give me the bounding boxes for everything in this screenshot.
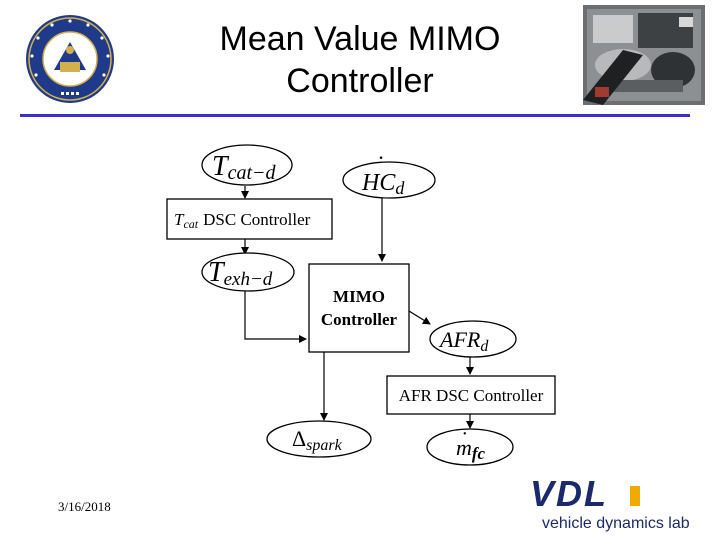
texh-d-subscript: exh−d xyxy=(224,269,273,290)
tcat-controller-label: DSC Controller xyxy=(203,210,311,229)
title-line-1: Mean Value MIMO xyxy=(219,20,501,58)
delta-spark-subscript: spark xyxy=(306,437,342,454)
afr-d-symbol: AFR xyxy=(438,327,481,352)
afr-controller-label: AFR DSC Controller xyxy=(399,386,544,405)
tcat-controller-symbol: T xyxy=(174,210,185,229)
mfc-symbol: m xyxy=(456,435,472,460)
mfc-subscript: fc xyxy=(472,444,486,463)
node-mimo-controller: MIMO Controller xyxy=(308,263,410,353)
edge-mimo-to-afr-d xyxy=(408,310,431,325)
hc-d-symbol: HC xyxy=(361,170,396,196)
mimo-line-1: MIMO xyxy=(333,287,385,306)
node-tcat-dsc-controller: Tcat DSC Controller xyxy=(166,198,333,240)
svg-text:Texh−d: Texh−d xyxy=(208,257,273,290)
svg-text:AFRd: AFRd xyxy=(438,327,489,355)
hc-d-dot-accent: · xyxy=(378,145,384,170)
slide-date: 3/16/2018 xyxy=(58,499,111,514)
edge-texh-d-to-mimo xyxy=(244,290,307,343)
node-afr-d: AFRd xyxy=(429,320,517,358)
node-mfc: · mfc xyxy=(426,423,514,466)
title-line-2: Controller xyxy=(286,62,434,100)
node-hc-d: · HCd xyxy=(342,145,436,199)
mimo-line-2: Controller xyxy=(321,310,398,329)
afr-d-subscript: d xyxy=(480,338,489,355)
tcat-d-subscript: cat−d xyxy=(228,162,277,184)
mfc-dot-accent: · xyxy=(462,423,467,445)
tcat-d-symbol: T xyxy=(212,151,230,182)
hc-d-subscript: d xyxy=(395,178,405,198)
svg-text:mfc: mfc xyxy=(456,435,486,463)
engine-photo-icon xyxy=(583,5,705,105)
vdl-wordmark: VDL xyxy=(530,476,608,514)
tcat-controller-subscript: cat xyxy=(183,217,198,231)
node-delta-spark: Δspark xyxy=(266,420,372,458)
slide-title: Mean Value MIMO Controller xyxy=(150,18,570,102)
svg-text:Tcat−d: Tcat−d xyxy=(212,151,277,184)
vdl-logo-icon: VDL vehicle dynamics lab xyxy=(530,476,690,532)
texh-d-symbol: T xyxy=(208,257,226,288)
svg-text:Δspark: Δspark xyxy=(292,426,343,454)
node-texh-d: Texh−d xyxy=(201,252,295,292)
node-afr-dsc-controller: AFR DSC Controller xyxy=(386,375,556,415)
svg-text:HCd: HCd xyxy=(361,170,405,198)
title-rule xyxy=(20,114,690,117)
vdl-tagline: vehicle dynamics lab xyxy=(542,515,690,532)
node-tcat-d: Tcat−d xyxy=(201,144,293,186)
delta-spark-symbol: Δ xyxy=(292,426,306,451)
university-seal-icon xyxy=(26,15,114,103)
